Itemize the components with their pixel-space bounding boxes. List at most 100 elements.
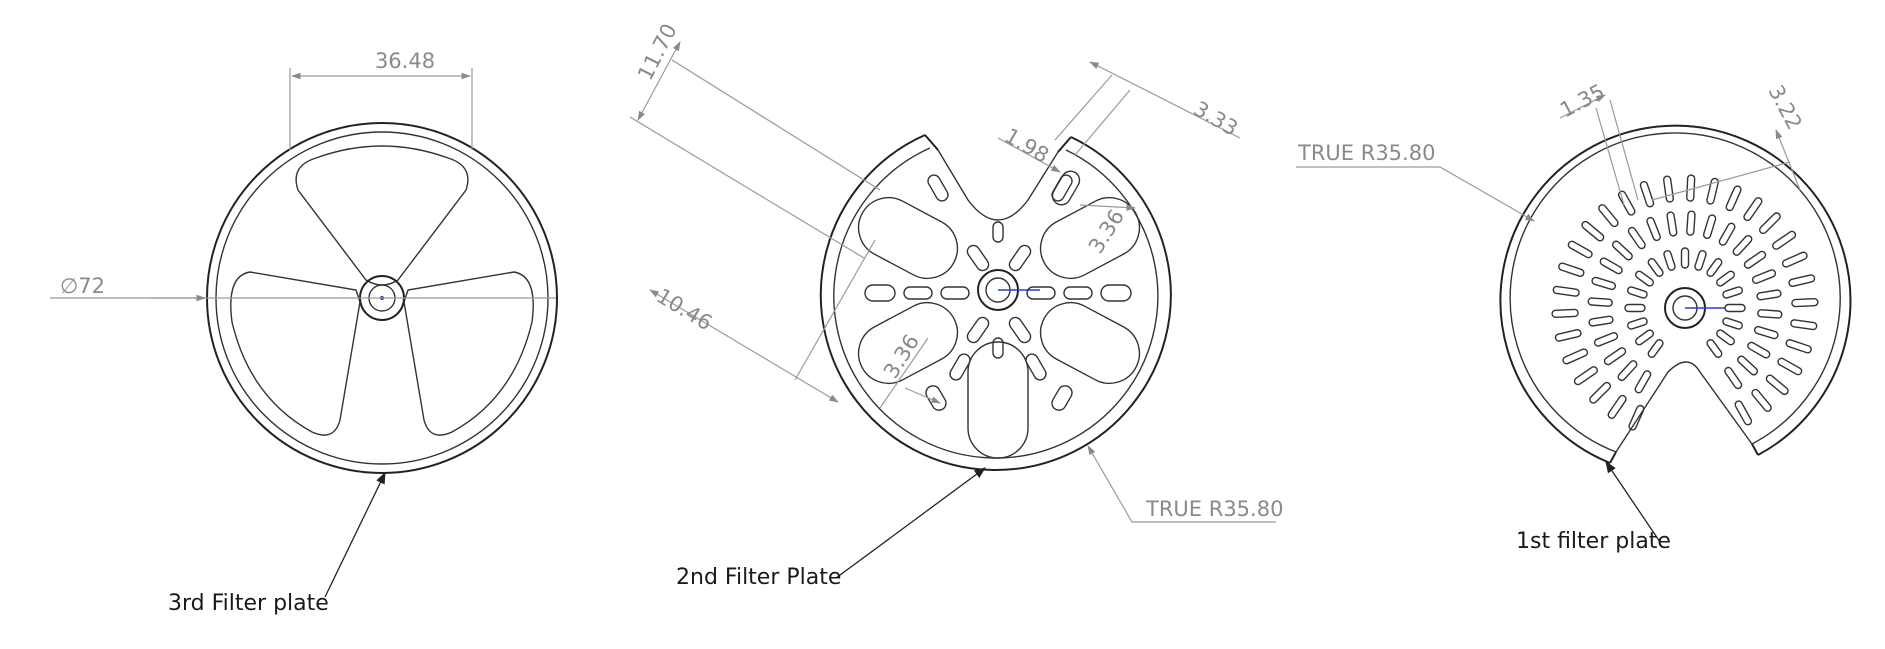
slot bbox=[1562, 348, 1589, 365]
slot bbox=[1765, 374, 1789, 396]
plate2-notch-left bbox=[924, 134, 939, 151]
slot bbox=[1788, 274, 1816, 287]
slot bbox=[1662, 175, 1675, 203]
plate2-leader-arrow bbox=[835, 467, 986, 579]
diameter-symbol: ∅ bbox=[60, 274, 78, 298]
slot bbox=[1756, 289, 1782, 301]
slot bbox=[1627, 286, 1648, 299]
slot bbox=[1753, 325, 1779, 340]
slot bbox=[1785, 339, 1812, 354]
slot bbox=[1639, 180, 1655, 208]
first-filter-plate: 1.35 3.22 TRUE R35.80 1st filter plate bbox=[1296, 79, 1852, 554]
dimension-label: 10.46 bbox=[652, 284, 716, 336]
plate2-outer-rim bbox=[819, 134, 1172, 472]
slot bbox=[1588, 315, 1614, 327]
table-row bbox=[857, 196, 959, 280]
slot bbox=[1663, 250, 1676, 271]
plate2-inner-rim bbox=[833, 147, 1159, 459]
slot bbox=[1722, 286, 1743, 299]
slot bbox=[1558, 262, 1585, 277]
slot bbox=[1725, 185, 1742, 212]
slot bbox=[1694, 250, 1707, 271]
slot bbox=[1607, 394, 1627, 419]
plate3-leader-arrow bbox=[324, 471, 386, 598]
slot bbox=[1573, 366, 1598, 386]
slot bbox=[1743, 197, 1763, 222]
slot bbox=[1635, 329, 1654, 346]
slot bbox=[1751, 388, 1772, 412]
slot bbox=[1551, 308, 1579, 319]
slot bbox=[1581, 220, 1605, 242]
slot bbox=[1647, 339, 1664, 358]
slot bbox=[1751, 269, 1777, 284]
dimension-label: 1.98 bbox=[1001, 124, 1054, 168]
slot bbox=[1732, 234, 1753, 256]
slot bbox=[1591, 276, 1617, 291]
second-filter-plate: 11.70 10.46 3.36 1.98 3.33 3.36 TRUE R35… bbox=[629, 20, 1283, 590]
plate3-width-dimension: 36.48 bbox=[375, 49, 435, 73]
slot bbox=[1627, 226, 1646, 250]
table-row bbox=[1039, 301, 1141, 385]
plate2-label: 2nd Filter Plate bbox=[676, 565, 841, 590]
slot bbox=[1617, 360, 1638, 382]
slot bbox=[1627, 317, 1648, 330]
plate3-label: 3rd Filter plate bbox=[168, 591, 329, 616]
slot bbox=[1587, 297, 1613, 307]
slot bbox=[1686, 210, 1696, 236]
dimension-label: 1.35 bbox=[1556, 79, 1609, 122]
plate1-label: 1st filter plate bbox=[1516, 529, 1671, 554]
table-row bbox=[857, 301, 959, 385]
slot bbox=[1702, 214, 1717, 240]
dimension-label: 3.36 bbox=[879, 330, 924, 382]
slot bbox=[1790, 319, 1818, 331]
slot bbox=[1647, 258, 1664, 277]
slot bbox=[1589, 381, 1612, 404]
plate2-notch-cut bbox=[937, 149, 1059, 221]
slot bbox=[1617, 190, 1636, 216]
table-row bbox=[967, 341, 1029, 459]
slot bbox=[1724, 366, 1743, 390]
plate2-true-radius: TRUE R35.80 bbox=[1145, 497, 1283, 521]
slot bbox=[1706, 177, 1719, 205]
third-filter-plate: 36.48 ∅72 3rd Filter plate bbox=[50, 49, 558, 616]
plate2-small-slots bbox=[864, 170, 1132, 411]
plate1-radial-slots bbox=[1551, 174, 1819, 431]
plate3-window-right bbox=[403, 271, 534, 436]
slot bbox=[1611, 240, 1633, 261]
dimension-label: 3.36 bbox=[1084, 205, 1129, 257]
plate2-large-slots bbox=[857, 196, 1141, 459]
plate2-dimensions: 11.70 10.46 3.36 1.98 3.33 3.36 TRUE R35… bbox=[629, 20, 1283, 523]
slot bbox=[1680, 247, 1690, 269]
slot bbox=[1743, 250, 1767, 269]
slot bbox=[1706, 339, 1723, 358]
plate1-leader-arrow bbox=[1605, 461, 1661, 543]
table-row bbox=[1039, 196, 1141, 280]
svg-text:∅72: ∅72 bbox=[60, 274, 105, 298]
plate3-window-left bbox=[230, 271, 361, 436]
slot bbox=[1628, 404, 1645, 431]
slot bbox=[1552, 285, 1580, 297]
slot bbox=[1603, 347, 1627, 366]
slot bbox=[1593, 332, 1619, 347]
slot bbox=[1624, 303, 1646, 313]
slot bbox=[1791, 297, 1819, 308]
slot bbox=[1724, 303, 1746, 313]
plate3-diameter-dimension: 72 bbox=[78, 274, 105, 298]
slot bbox=[1722, 317, 1743, 330]
slot bbox=[1772, 230, 1797, 250]
dimension-label: 3.22 bbox=[1764, 81, 1807, 134]
plate1-notch-cut bbox=[1615, 361, 1753, 453]
plate2-notch-right bbox=[1057, 136, 1072, 153]
plate1-outer-rim bbox=[1499, 124, 1852, 464]
slot bbox=[1635, 270, 1654, 287]
plate1-true-radius: TRUE R35.80 bbox=[1297, 141, 1435, 165]
slot bbox=[1716, 270, 1735, 287]
dimension-label: 3.33 bbox=[1190, 97, 1243, 141]
slot bbox=[1781, 251, 1808, 268]
slot bbox=[1567, 240, 1593, 259]
slot bbox=[1718, 222, 1736, 246]
slot bbox=[1599, 257, 1623, 275]
slot bbox=[1666, 211, 1678, 237]
slot bbox=[1716, 329, 1735, 346]
